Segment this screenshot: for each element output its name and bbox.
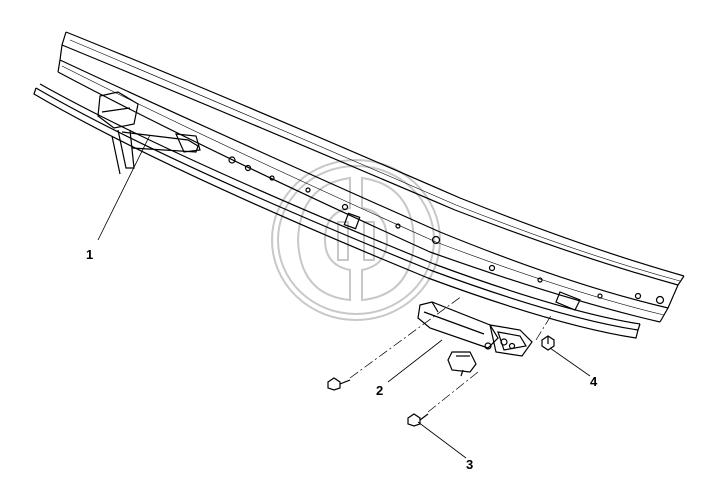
leader-4: [549, 347, 591, 377]
leader-2: [387, 339, 443, 383]
callout-1: 1: [86, 247, 93, 262]
assembly-centerlines: [349, 295, 553, 413]
mounting-bracket: [417, 301, 533, 377]
leader-1: [97, 134, 151, 241]
nut: [541, 335, 555, 351]
left-pad: [97, 91, 201, 175]
bolt: [407, 413, 429, 427]
leader-3: [417, 421, 467, 459]
callout-4: 4: [590, 374, 598, 389]
callout-labels: 1 2 3 4: [86, 247, 598, 472]
cross-member-beam: [57, 31, 685, 323]
leader-lines: [97, 134, 591, 459]
lower-rail: [33, 83, 641, 339]
callout-2: 2: [376, 383, 383, 398]
gd-logo-watermark-icon: [271, 159, 441, 321]
callout-3: 3: [466, 457, 473, 472]
bolt-left: [327, 377, 351, 391]
